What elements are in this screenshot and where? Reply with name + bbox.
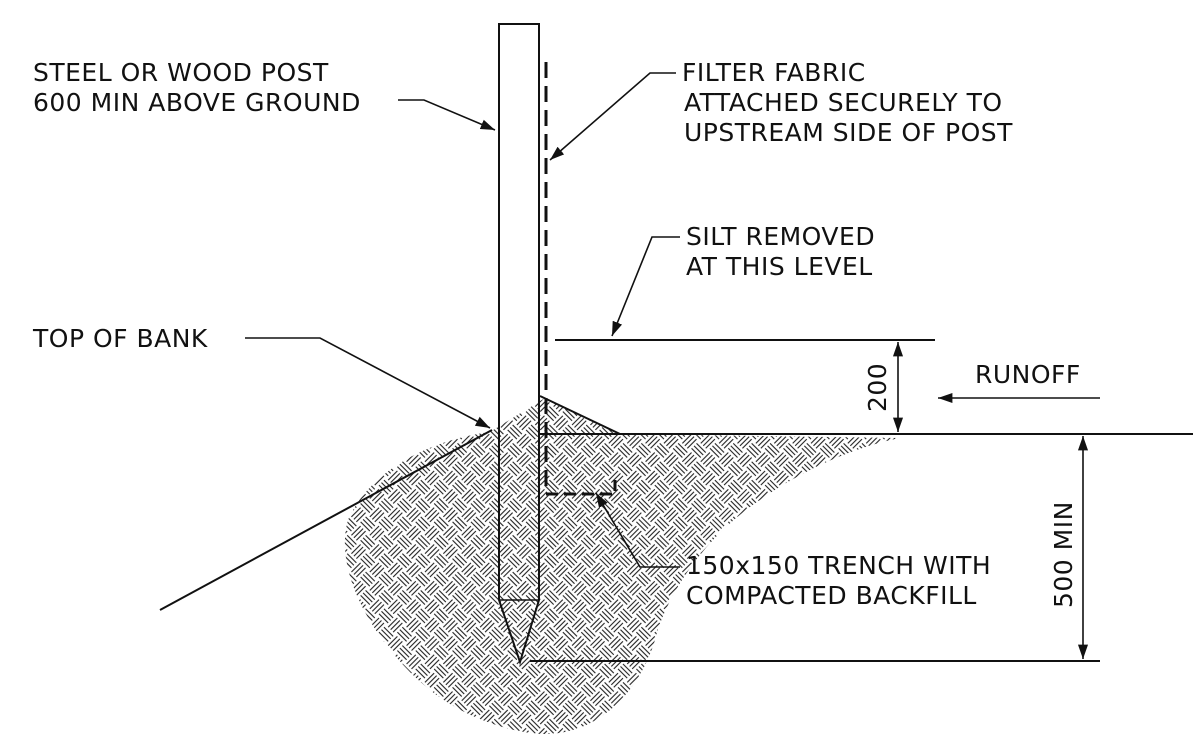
label-trench-line2: COMPACTED BACKFILL <box>686 581 977 610</box>
label-silt-line1: SILT REMOVED <box>686 222 875 251</box>
leader-top-of-bank <box>245 337 491 429</box>
leader-silt <box>611 236 680 337</box>
post <box>498 23 540 666</box>
bank-slope-line <box>159 429 493 611</box>
label-post-line2: 600 MIN ABOVE GROUND <box>33 88 361 117</box>
fabric-trench-wrap <box>546 480 617 496</box>
label-post-line1: STEEL OR WOOD POST <box>33 58 329 87</box>
label-top-of-bank: TOP OF BANK <box>32 324 208 353</box>
label-fabric-line3: UPSTREAM SIDE OF POST <box>684 118 1013 147</box>
label-dim-200: 200 <box>863 363 892 412</box>
label-trench-line1: 150x150 TRENCH WITH <box>686 551 991 580</box>
trench-backfill <box>545 434 615 494</box>
compacted-soil-mass <box>344 398 901 734</box>
label-runoff: RUNOFF <box>975 360 1081 389</box>
label-fabric-line1: FILTER FABRIC <box>682 58 866 87</box>
leader-trench <box>595 492 680 568</box>
leader-fabric <box>549 72 676 161</box>
leader-post <box>398 99 496 131</box>
silt-wedge <box>539 395 621 435</box>
label-silt-line2: AT THIS LEVEL <box>686 252 873 281</box>
label-fabric-line2: ATTACHED SECURELY TO <box>684 88 1003 117</box>
label-dim-500: 500 MIN <box>1049 501 1078 608</box>
